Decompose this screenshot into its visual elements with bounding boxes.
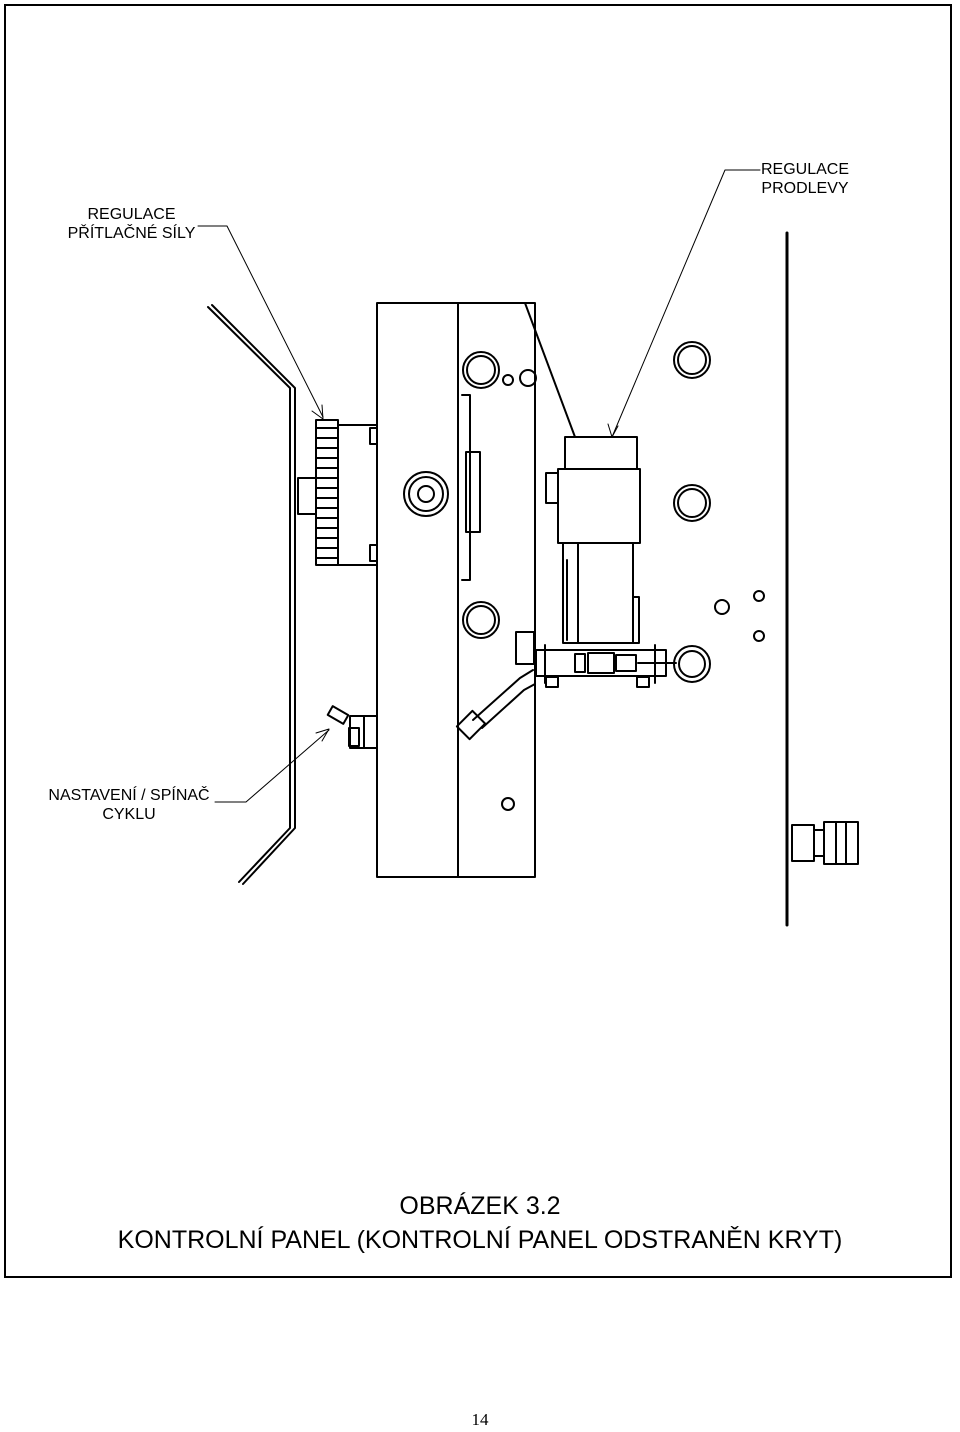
page-number: 14	[471, 1410, 489, 1429]
label-force-regulation: REGULACE PŘÍTLAČNÉ SÍLY	[67, 206, 196, 242]
figure-number: OBRÁZEK 3.2	[399, 1192, 561, 1220]
figure-frame	[4, 4, 952, 1278]
cover-bracket	[207, 304, 296, 885]
panel-recess	[461, 394, 481, 581]
frame-holes	[673, 341, 765, 683]
delay-valve[interactable]	[545, 436, 641, 644]
force-adjust-knob[interactable]	[297, 419, 378, 566]
cycle-switch[interactable]	[326, 705, 378, 749]
bulkhead-fitting	[791, 821, 859, 865]
linkage-assembly	[515, 631, 677, 688]
panel-holes	[403, 351, 537, 811]
figure-title: KONTROLNÍ PANEL (KONTROLNÍ PANEL ODSTRAN…	[117, 1226, 843, 1254]
air-tube	[455, 669, 536, 741]
label-cycle-switch: NASTAVENÍ / SPÍNAČ CYKLU	[48, 787, 210, 823]
label-delay-regulation: REGULACE PRODLEVY	[760, 161, 850, 197]
leader-lines	[197, 169, 761, 803]
main-panel	[376, 302, 576, 878]
